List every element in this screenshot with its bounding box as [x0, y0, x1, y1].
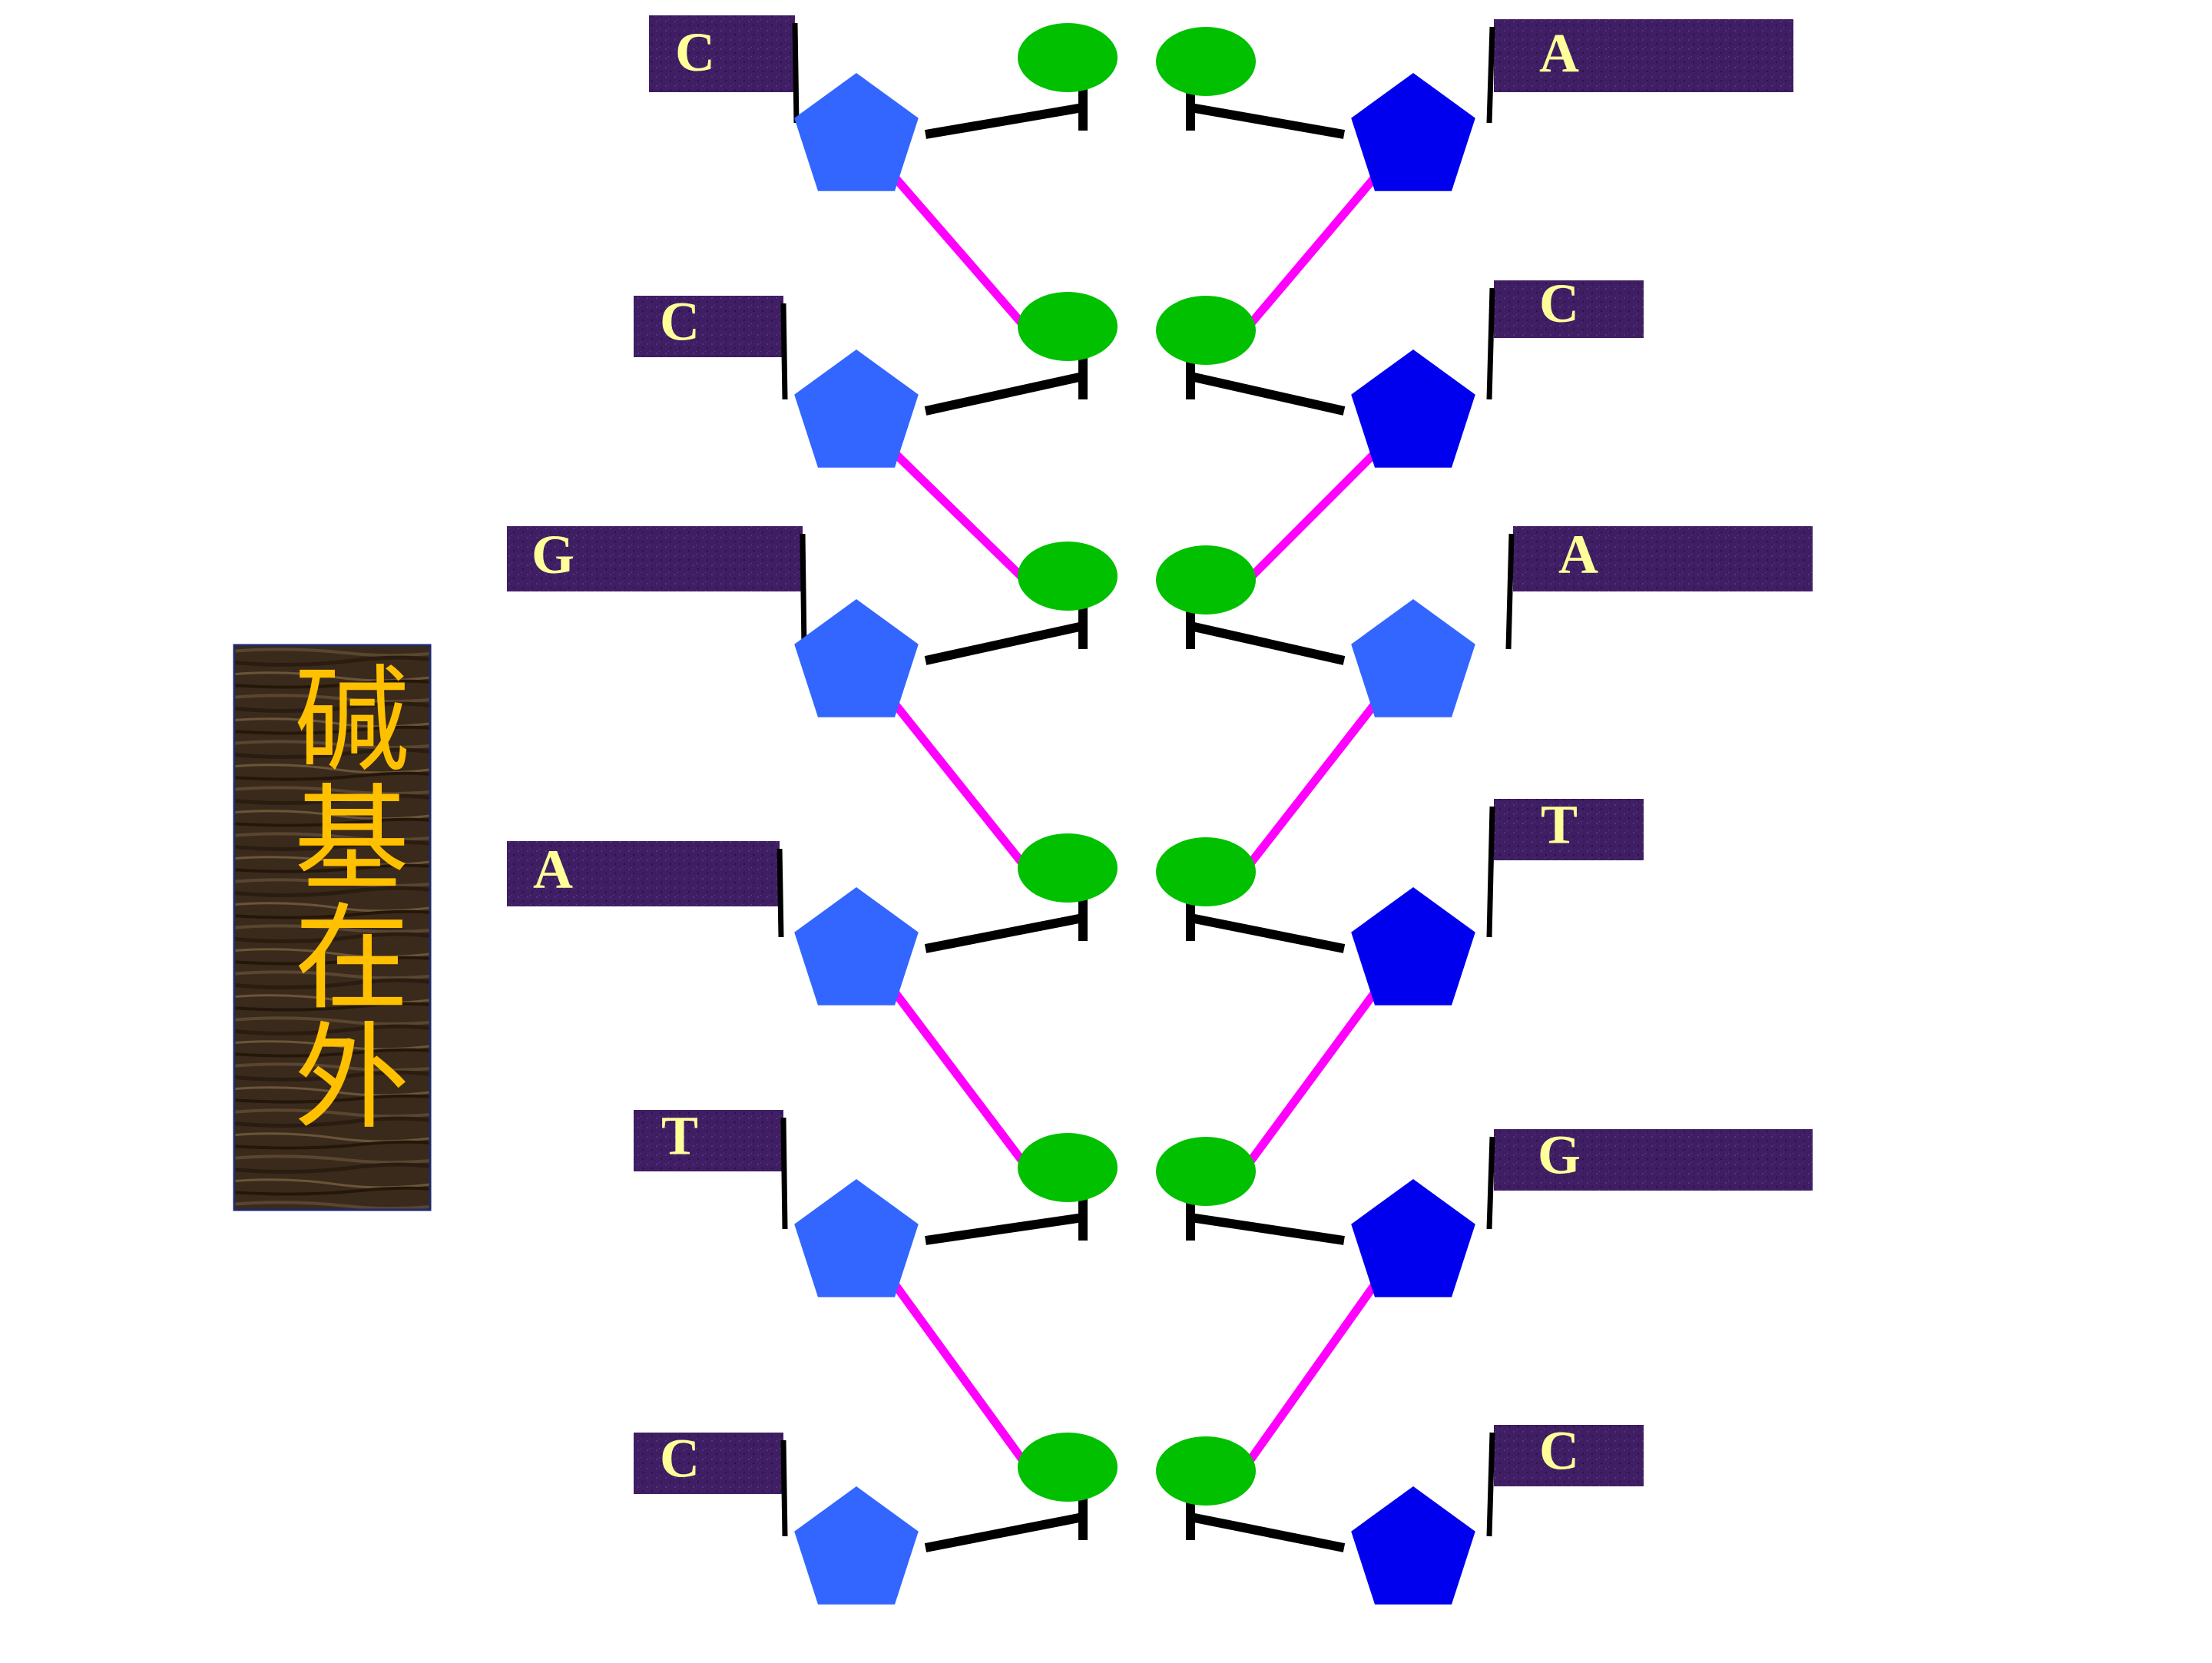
left-sugar-pentagon: [794, 1486, 919, 1605]
right-base-label-box: [1494, 1425, 1644, 1486]
right-base-label-box: [1494, 799, 1644, 860]
left-base-bond: [792, 22, 800, 124]
right-base-label: C: [1539, 273, 1579, 334]
left-phosphate: [1018, 833, 1118, 903]
left-phosphate-bond: [924, 621, 1084, 665]
left-phosphate: [1018, 1433, 1118, 1502]
right-backbone-link: [1225, 170, 1382, 353]
right-sugar-pentagon: [1351, 73, 1475, 191]
left-sugar-pentagon: [794, 349, 919, 468]
left-base-label-box: [634, 1433, 783, 1494]
right-backbone-link: [1225, 984, 1382, 1194]
left-backbone-link: [887, 1276, 1048, 1493]
right-sugar-pentagon: [1351, 349, 1475, 468]
left-base-bond: [780, 1439, 788, 1537]
left-sugar-pentagon: [794, 599, 919, 717]
left-base-bond: [800, 533, 807, 650]
right-base-label-box: [1494, 280, 1644, 338]
left-base-label: A: [533, 839, 573, 900]
left-phosphate-bond: [925, 1213, 1084, 1245]
right-backbone-link: [1225, 696, 1382, 894]
right-phosphate: [1156, 27, 1256, 96]
left-phosphate: [1018, 1133, 1118, 1202]
left-phosphate-bond: [924, 372, 1084, 416]
left-base-label: T: [661, 1105, 698, 1167]
left-phosphate-bond: [924, 1512, 1084, 1552]
title-char: 基: [294, 774, 409, 907]
left-base-label-box: [507, 526, 803, 591]
right-base-label: A: [1558, 524, 1598, 585]
right-phosphate: [1156, 837, 1256, 906]
right-phosphate-bond: [1189, 103, 1346, 139]
left-base-label-box: [649, 15, 795, 92]
right-base-bond: [1486, 26, 1495, 124]
dna-strands: C A C C G A A T T G C C: [507, 15, 1813, 1605]
left-base-label: C: [675, 22, 715, 83]
left-sugar-pentagon: [794, 1179, 919, 1297]
title-char: 碱: [294, 654, 409, 788]
left-sugar-pentagon: [794, 887, 919, 1005]
left-backbone-link: [887, 984, 1048, 1194]
right-backbone-link: [1225, 1276, 1382, 1493]
right-phosphate: [1156, 545, 1256, 615]
left-sugar-pentagon: [794, 73, 919, 191]
left-base-label-box: [634, 296, 783, 357]
right-base-label-box: [1494, 19, 1793, 92]
right-base-label: C: [1539, 1420, 1579, 1482]
right-base-label: T: [1541, 794, 1578, 856]
left-base-bond: [777, 848, 784, 938]
right-phosphate-bond: [1189, 621, 1346, 665]
left-base-bond: [780, 303, 788, 400]
right-phosphate: [1156, 296, 1256, 365]
left-base-bond: [780, 1117, 788, 1230]
left-phosphate-bond: [924, 103, 1084, 139]
left-phosphate-bond: [924, 913, 1084, 953]
right-base-label: A: [1539, 22, 1579, 84]
left-phosphate: [1018, 542, 1118, 611]
right-base-label-box: [1513, 526, 1813, 591]
left-phosphate: [1018, 292, 1118, 361]
right-sugar-pentagon: [1351, 599, 1475, 717]
title-panel: [233, 644, 432, 1211]
right-phosphate-bond: [1189, 372, 1346, 416]
left-base-label: C: [660, 1428, 700, 1489]
left-base-label: C: [660, 291, 700, 353]
right-base-bond: [1486, 1432, 1495, 1537]
right-base-label-box: [1494, 1129, 1813, 1191]
right-base-label: G: [1538, 1125, 1581, 1186]
right-base-bond: [1505, 533, 1515, 650]
right-phosphate-bond: [1190, 1213, 1345, 1245]
left-base-label-box: [507, 841, 780, 906]
left-base-label-box: [634, 1110, 783, 1171]
title-char: 外: [294, 1012, 409, 1145]
left-phosphate: [1018, 23, 1118, 92]
right-phosphate-bond: [1189, 913, 1346, 953]
right-base-bond: [1486, 287, 1495, 400]
right-phosphate: [1156, 1137, 1256, 1206]
right-phosphate-bond: [1189, 1512, 1346, 1552]
right-sugar-pentagon: [1351, 1179, 1475, 1297]
right-sugar-pentagon: [1351, 887, 1475, 1005]
title-char: 在: [294, 893, 409, 1026]
right-base-bond: [1486, 1136, 1495, 1230]
left-base-label: G: [531, 524, 575, 585]
right-phosphate: [1156, 1436, 1256, 1506]
left-backbone-link: [887, 696, 1048, 894]
right-base-bond: [1486, 806, 1495, 938]
right-sugar-pentagon: [1351, 1486, 1475, 1605]
